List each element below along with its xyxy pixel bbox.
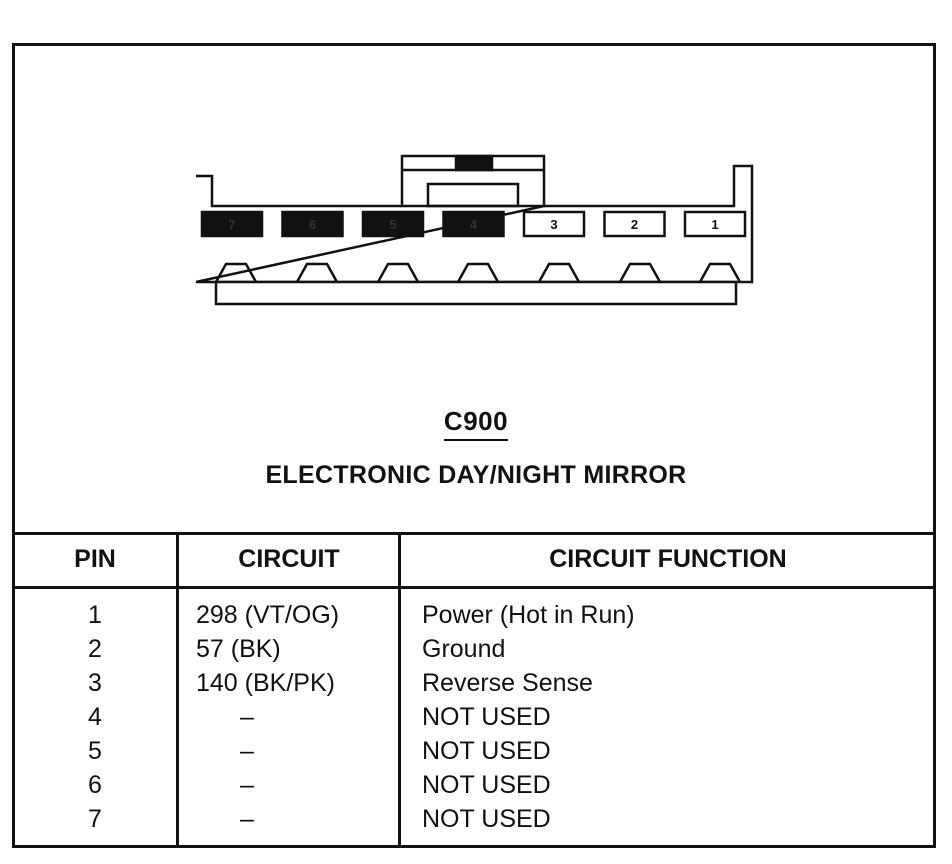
pin-column-divider xyxy=(176,532,179,848)
pin-cell: 1 xyxy=(88,601,102,629)
cavity-label-2: 2 xyxy=(631,217,638,232)
cavity-label-7: 7 xyxy=(228,217,235,232)
pin-cavities: 7 6 5 4 3 2 1 xyxy=(200,210,747,238)
circuit-column-divider xyxy=(398,532,401,848)
cavity-label-5: 5 xyxy=(389,217,396,232)
function-cell: Reverse Sense xyxy=(422,669,593,697)
lock-ramps xyxy=(214,262,742,283)
pin-cell: 4 xyxy=(88,703,102,731)
function-cell: Power (Hot in Run) xyxy=(422,601,635,629)
circuit-cell: – xyxy=(240,771,254,799)
bottom-rail xyxy=(214,280,738,306)
connector-name: ELECTRONIC DAY/NIGHT MIRROR xyxy=(265,461,687,489)
connector-code: C900 xyxy=(0,406,952,441)
header-pin: PIN xyxy=(74,545,116,573)
cavity-pin-4 xyxy=(442,210,505,238)
cavity-pin-5 xyxy=(361,210,425,238)
connector-body xyxy=(195,164,754,284)
circuit-cell: 57 (BK) xyxy=(196,635,281,663)
circuit-column: 298 (VT/OG) 57 (BK) 140 (BK/PK) – – – – xyxy=(196,598,396,836)
function-cell: NOT USED xyxy=(422,737,551,765)
circuit-cell: – xyxy=(240,737,254,765)
table-top-rule xyxy=(12,532,936,535)
cavity-pin-7 xyxy=(200,210,264,238)
header-bottom-rule xyxy=(12,586,936,589)
function-cell: NOT USED xyxy=(422,771,551,799)
circuit-cell: 140 (BK/PK) xyxy=(196,669,335,697)
cavity-pin-6 xyxy=(281,210,344,238)
pin-cell: 2 xyxy=(88,635,102,663)
outer-frame xyxy=(12,43,936,848)
header-circuit-function: CIRCUIT FUNCTION xyxy=(549,545,787,573)
cavity-pin-2 xyxy=(603,210,666,238)
cavity-label-6: 6 xyxy=(309,217,316,232)
circuit-cell: 298 (VT/OG) xyxy=(196,601,340,629)
cavity-label-1: 1 xyxy=(711,217,718,232)
pin-cell: 7 xyxy=(88,805,102,833)
cavity-label-4: 4 xyxy=(470,217,478,232)
latch-inner xyxy=(426,182,520,208)
circuit-cell: – xyxy=(240,805,254,833)
latch-tab xyxy=(454,154,494,172)
header-circuit: CIRCUIT xyxy=(238,545,340,573)
function-cell: Ground xyxy=(422,635,506,663)
cavity-pin-1 xyxy=(683,210,747,238)
function-column: Power (Hot in Run) Ground Reverse Sense … xyxy=(422,598,922,836)
function-cell: NOT USED xyxy=(422,703,551,731)
pin-column: 1 2 3 4 5 6 7 xyxy=(12,598,178,836)
pin-cell: 5 xyxy=(88,737,102,765)
pin-cell: 3 xyxy=(88,669,102,697)
function-cell: NOT USED xyxy=(422,805,551,833)
cavity-label-3: 3 xyxy=(550,217,557,232)
circuit-cell: – xyxy=(240,703,254,731)
cavity-pin-3 xyxy=(522,210,586,238)
pin-cell: 6 xyxy=(88,771,102,799)
